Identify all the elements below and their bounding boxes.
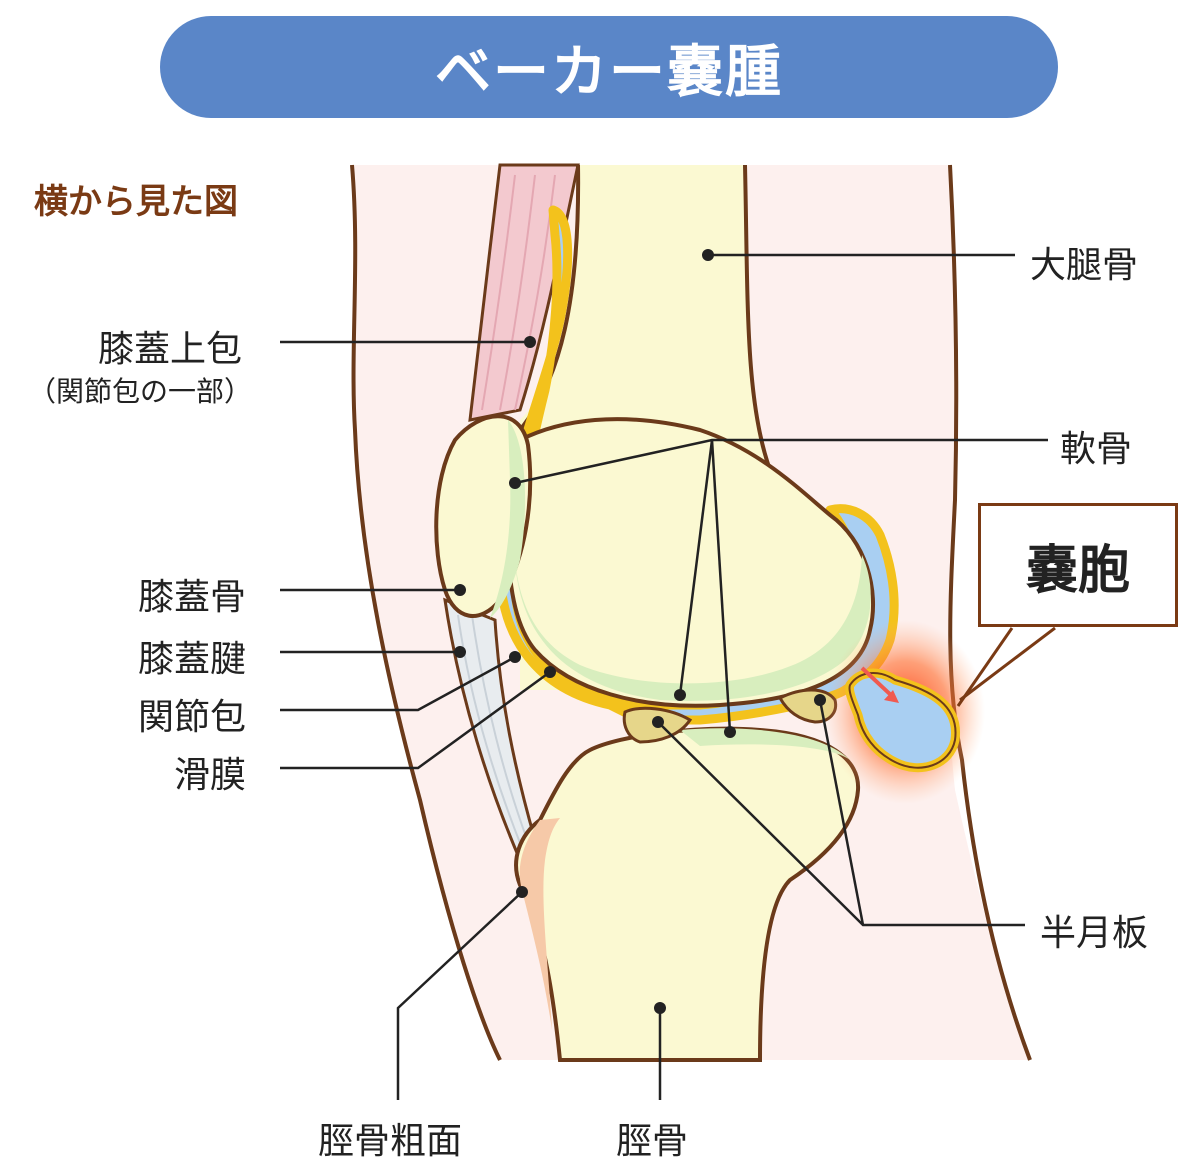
label-suprapatellar-bursa-note: （関節包の一部）: [28, 375, 253, 408]
label-meniscus: 半月板: [1040, 913, 1149, 954]
label-patella: 膝蓋骨: [138, 577, 247, 618]
view-label: 横から見た図: [34, 182, 238, 222]
flow-arrow: [860, 666, 895, 699]
label-patellar-tendon: 膝蓋腱: [138, 639, 247, 680]
label-joint-capsule: 関節包: [138, 697, 247, 738]
title-banner: ベーカー嚢腫: [160, 16, 1058, 118]
label-femur: 大腿骨: [1030, 245, 1139, 286]
label-cartilage: 軟骨: [1060, 429, 1133, 470]
tibia-shape: [514, 726, 861, 1062]
cyst-label: 嚢胞: [1025, 540, 1130, 601]
label-suprapatellar-bursa: 膝蓋上包: [98, 329, 243, 370]
label-synovium: 滑膜: [174, 755, 247, 796]
leader-lines: [280, 253, 1056, 1100]
cyst-callout: 嚢胞: [978, 503, 1178, 627]
label-tibial-tuberosity: 脛骨粗面: [318, 1121, 463, 1162]
leg-front-outline: [350, 164, 502, 1061]
tibial-tuberosity-shape: [519, 818, 560, 1030]
leader-dots: [454, 249, 826, 1014]
page-title: ベーカー嚢腫: [435, 39, 783, 105]
label-tibia: 脛骨: [616, 1121, 689, 1162]
